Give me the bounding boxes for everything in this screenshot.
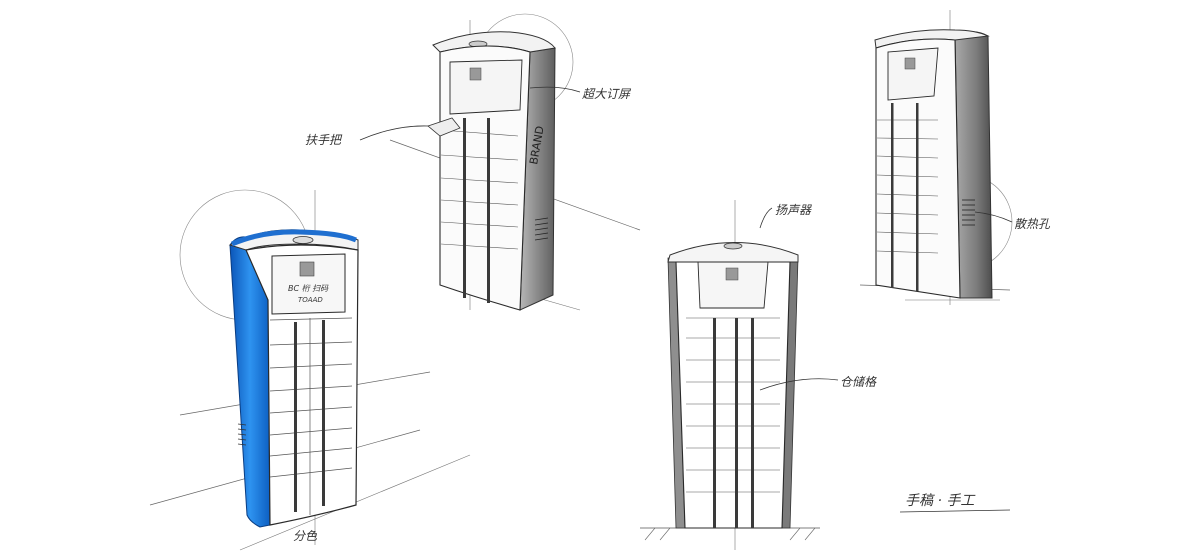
annotation-compartments: 仓储格 bbox=[840, 375, 877, 389]
annotation-cooling: 散热孔 bbox=[1014, 217, 1051, 231]
kiosk-sketch-front: 扬声器 仓储格 bbox=[640, 200, 877, 550]
screen-text-line1: BC 桁 扫码 bbox=[288, 284, 329, 293]
annotation-handle: 扶手把 bbox=[305, 133, 343, 147]
annotation-base-label: 分色 bbox=[293, 529, 318, 543]
annotation-back-top: 扬声器 bbox=[775, 203, 812, 217]
kiosk-sketch-grey-top: BRAND 超大订屏 扶手把 bbox=[305, 13, 641, 311]
annotation-top-dial: 超大订屏 bbox=[582, 87, 632, 101]
kiosk-sketch-grey-right: 散热孔 bbox=[859, 10, 1051, 305]
screen-text-line2: TOAAD bbox=[298, 296, 323, 304]
signature-text: 手稿 · 手工 bbox=[905, 493, 976, 509]
kiosk-sketch-blue: BC 桁 扫码 TOAAD 分色 bbox=[149, 189, 471, 551]
